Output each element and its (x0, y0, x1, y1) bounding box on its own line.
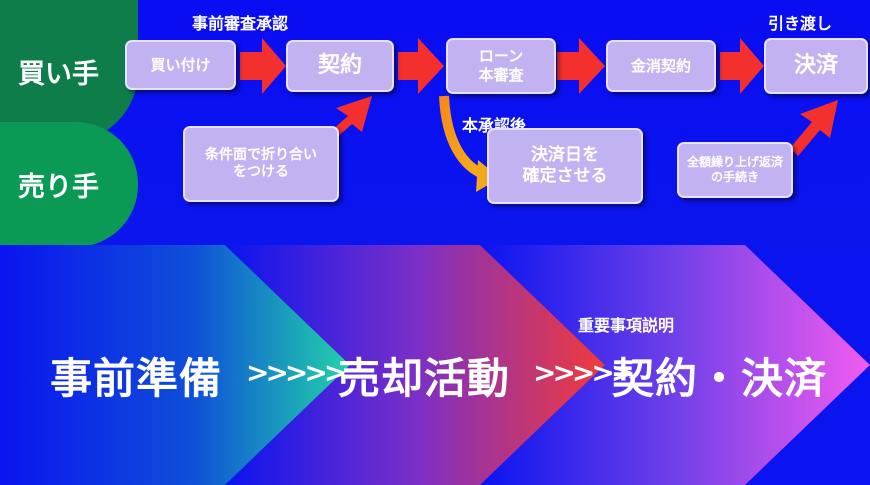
label-handover: 引き渡し (768, 14, 833, 33)
separator-1: >>>>> (246, 356, 347, 389)
step-contract: 契約 (286, 40, 394, 92)
label-important-matters: 重要事項説明 (578, 316, 675, 335)
step-loan-review-label: ローン 本審査 (478, 47, 524, 84)
arrow-loan-to-mortgage (557, 38, 605, 94)
arrow-contract-to-loan (398, 38, 444, 94)
step-settlement: 決済 (764, 38, 868, 94)
step-negotiate-terms: 条件面で折り合い をつける (183, 126, 339, 202)
step-full-repayment-label: 全額繰り上げ返済 の手続き (686, 155, 783, 184)
phase-sales: 売却活動 (338, 354, 511, 403)
role-seller-label: 売り手 (18, 172, 99, 203)
arrow-mortgage-to-settlement (720, 38, 764, 94)
arrow-buy-to-contract (240, 38, 286, 94)
step-negotiate-terms-label: 条件面で折り合い をつける (205, 146, 317, 181)
phase-closing: 契約・決済 (612, 354, 828, 403)
role-buyer: 買い手 (0, 0, 138, 142)
flow-arrows (240, 38, 838, 192)
step-fix-settlement-date-label: 決済日を 確定させる (522, 144, 608, 186)
step-mortgage-contract: 金消契約 (606, 40, 716, 92)
separator-2: >>>>> (533, 356, 634, 389)
step-fix-settlement-date: 決済日を 確定させる (487, 128, 643, 204)
step-full-repayment: 全額繰り上げ返済 の手続き (677, 142, 793, 198)
step-contract-label: 契約 (317, 53, 362, 79)
step-purchase: 買い付け (125, 40, 236, 90)
chevron-sales (225, 245, 605, 485)
step-settlement-label: 決済 (793, 53, 838, 79)
phase-chevrons (0, 245, 870, 485)
chevron-closing (480, 245, 870, 485)
step-mortgage-contract-label: 金消契約 (630, 56, 691, 75)
role-seller: 売り手 (0, 122, 138, 247)
role-buyer-label: 買い手 (18, 58, 99, 90)
chevron-preparation (0, 245, 350, 485)
step-loan-review: ローン 本審査 (446, 38, 556, 94)
arrow-repayment-to-settlement (790, 100, 838, 156)
phase-preparation: 事前準備 (50, 354, 223, 403)
label-pre-approval: 事前審査承認 (192, 14, 289, 33)
step-purchase-label: 買い付け (150, 55, 211, 74)
arrow-negotiation-to-contract (330, 96, 372, 140)
